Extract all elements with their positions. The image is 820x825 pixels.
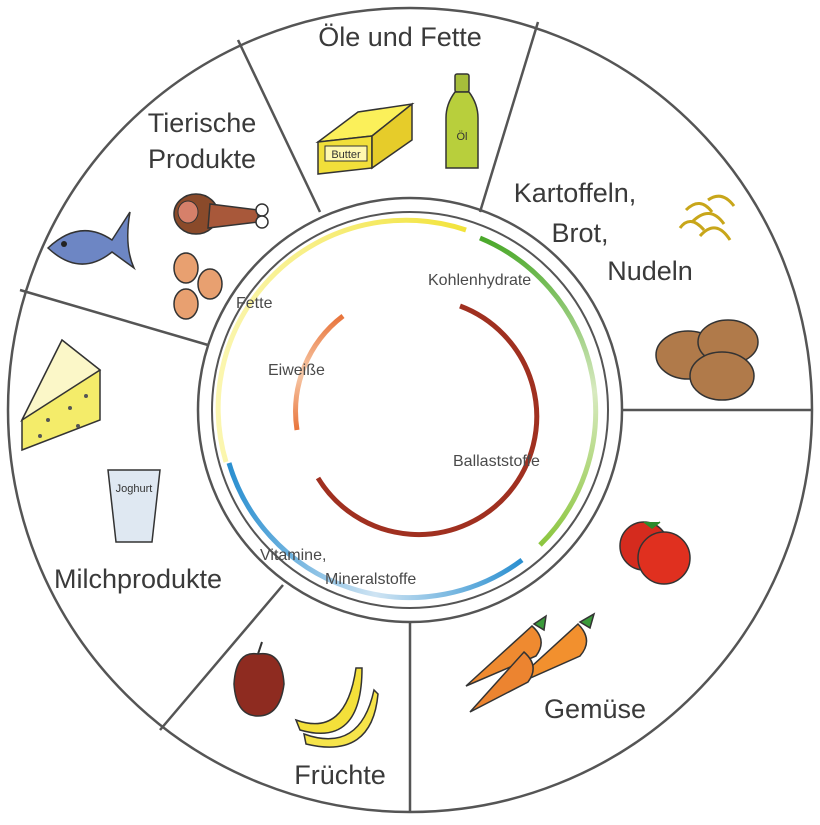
joghurt-icon: Joghurt [107,469,161,543]
joghurt-label: Joghurt [116,483,153,495]
apple-icon [233,641,285,717]
eiweisse-arc [293,314,345,431]
segment-label-oele-fette: Öle und Fette [318,22,482,52]
segment-label-tierische-2: Produkte [148,144,256,174]
eggs-icon [173,252,223,320]
kohlenhydrate-arc [479,235,599,547]
fette-arc [215,217,467,463]
fish-icon [46,211,136,271]
butter-icon: Butter [315,102,415,175]
segment-label-gemuese: Gemüse [544,694,646,724]
butter-label: Butter [331,149,361,161]
vitamine-label: Vitamine, [260,547,326,564]
vitamine-arc [226,462,524,601]
segment-dividers [19,21,812,812]
segment-label-kartoffeln-3: Nudeln [607,256,693,286]
tomatoes-icon [619,521,691,585]
kohlenhydrate-label: Kohlenhydrate [428,272,531,289]
eiweisse-label: Eiweiße [268,362,325,379]
oil-bottle-icon: Öl [445,73,479,169]
ballaststoffe-label: Ballaststoffe [453,453,540,470]
ham-icon [173,193,269,235]
ballaststoffe-arc [315,303,540,537]
segment-label-milch: Milchprodukte [54,564,222,594]
mineralstoffe-label: Mineralstoffe [325,571,416,588]
fette-label: Fette [236,295,273,312]
segment-label-fruechte: Früchte [294,760,386,790]
segment-label-tierische-1: Tierische [148,108,257,138]
potatoes-icon [655,319,759,401]
carrots-icon [465,612,596,713]
cheese-icon [20,338,102,452]
segment-label-kartoffeln-1: Kartoffeln, [514,178,637,208]
inner-ring-inner [211,211,609,609]
segment-label-kartoffeln-2: Brot, [551,218,608,248]
bananas-icon [294,667,379,748]
noodles-icon [678,194,736,241]
oil-label: Öl [457,131,468,143]
